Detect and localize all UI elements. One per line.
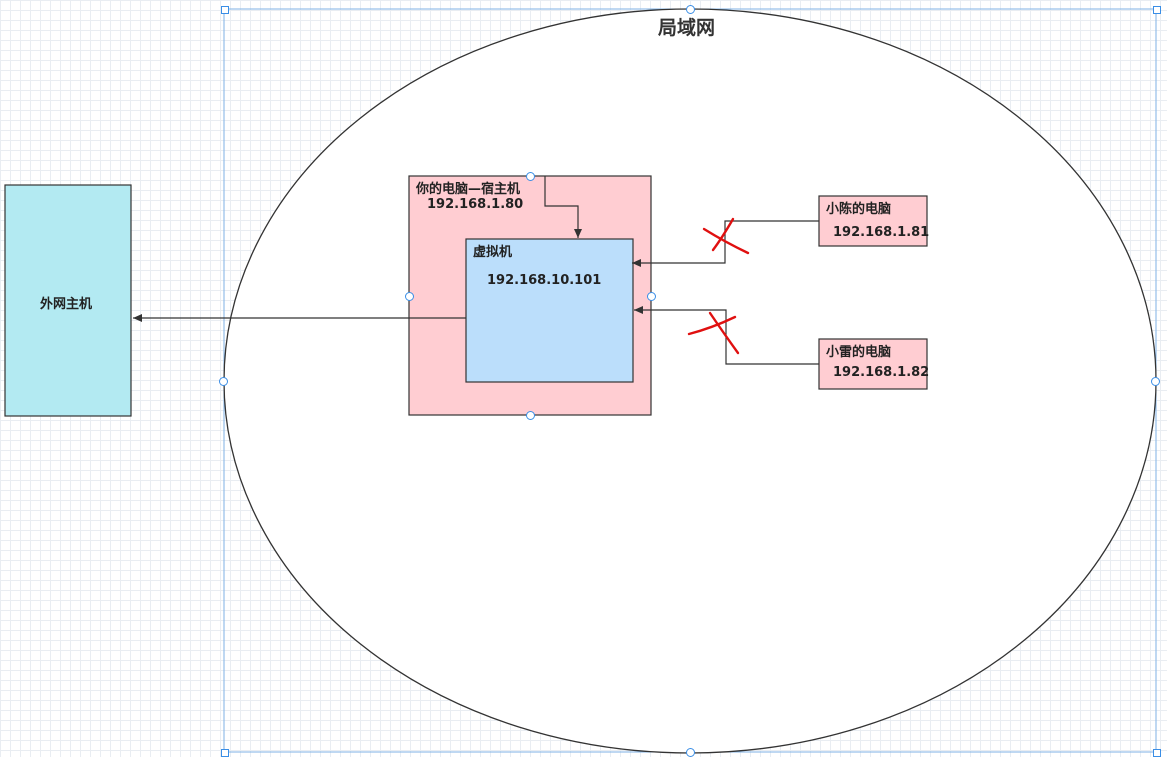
vm-box[interactable]	[465, 238, 634, 383]
xiaolei-pc-label: 小雷的电脑	[826, 345, 892, 360]
host-pc-ip: 192.168.1.80	[427, 197, 524, 212]
diagram-title: 局域网	[658, 17, 716, 39]
host-connection-point-right[interactable]	[647, 292, 656, 301]
external-host-box[interactable]	[4, 184, 132, 417]
resize-handle-top-right[interactable]	[1153, 6, 1161, 14]
vm-ip: 192.168.10.101	[487, 273, 602, 288]
connection-point-right[interactable]	[1151, 377, 1160, 386]
xiaolei-pc-ip: 192.168.1.82	[833, 365, 930, 380]
host-pc-label: 你的电脑—宿主机	[416, 182, 521, 197]
host-connection-point-left[interactable]	[405, 292, 414, 301]
host-connection-point-bottom[interactable]	[526, 411, 535, 420]
vm-label: 虚拟机	[473, 245, 513, 260]
resize-handle-top-left[interactable]	[221, 6, 229, 14]
connection-point-top[interactable]	[686, 5, 695, 14]
host-to-vm-connector[interactable]	[544, 176, 582, 238]
lan-ellipse[interactable]	[223, 8, 1157, 754]
xiaochen-pc-box[interactable]	[818, 195, 928, 247]
xiaochen-pc-ip: 192.168.1.81	[833, 225, 930, 240]
blocked-mark-xiaochen	[702, 217, 750, 255]
host-connection-point-top[interactable]	[526, 172, 535, 181]
connection-point-left[interactable]	[219, 377, 228, 386]
blocked-mark-xiaolei	[687, 311, 740, 355]
external-host-label: 外网主机	[40, 297, 93, 312]
xiaochen-pc-label: 小陈的电脑	[826, 202, 892, 217]
